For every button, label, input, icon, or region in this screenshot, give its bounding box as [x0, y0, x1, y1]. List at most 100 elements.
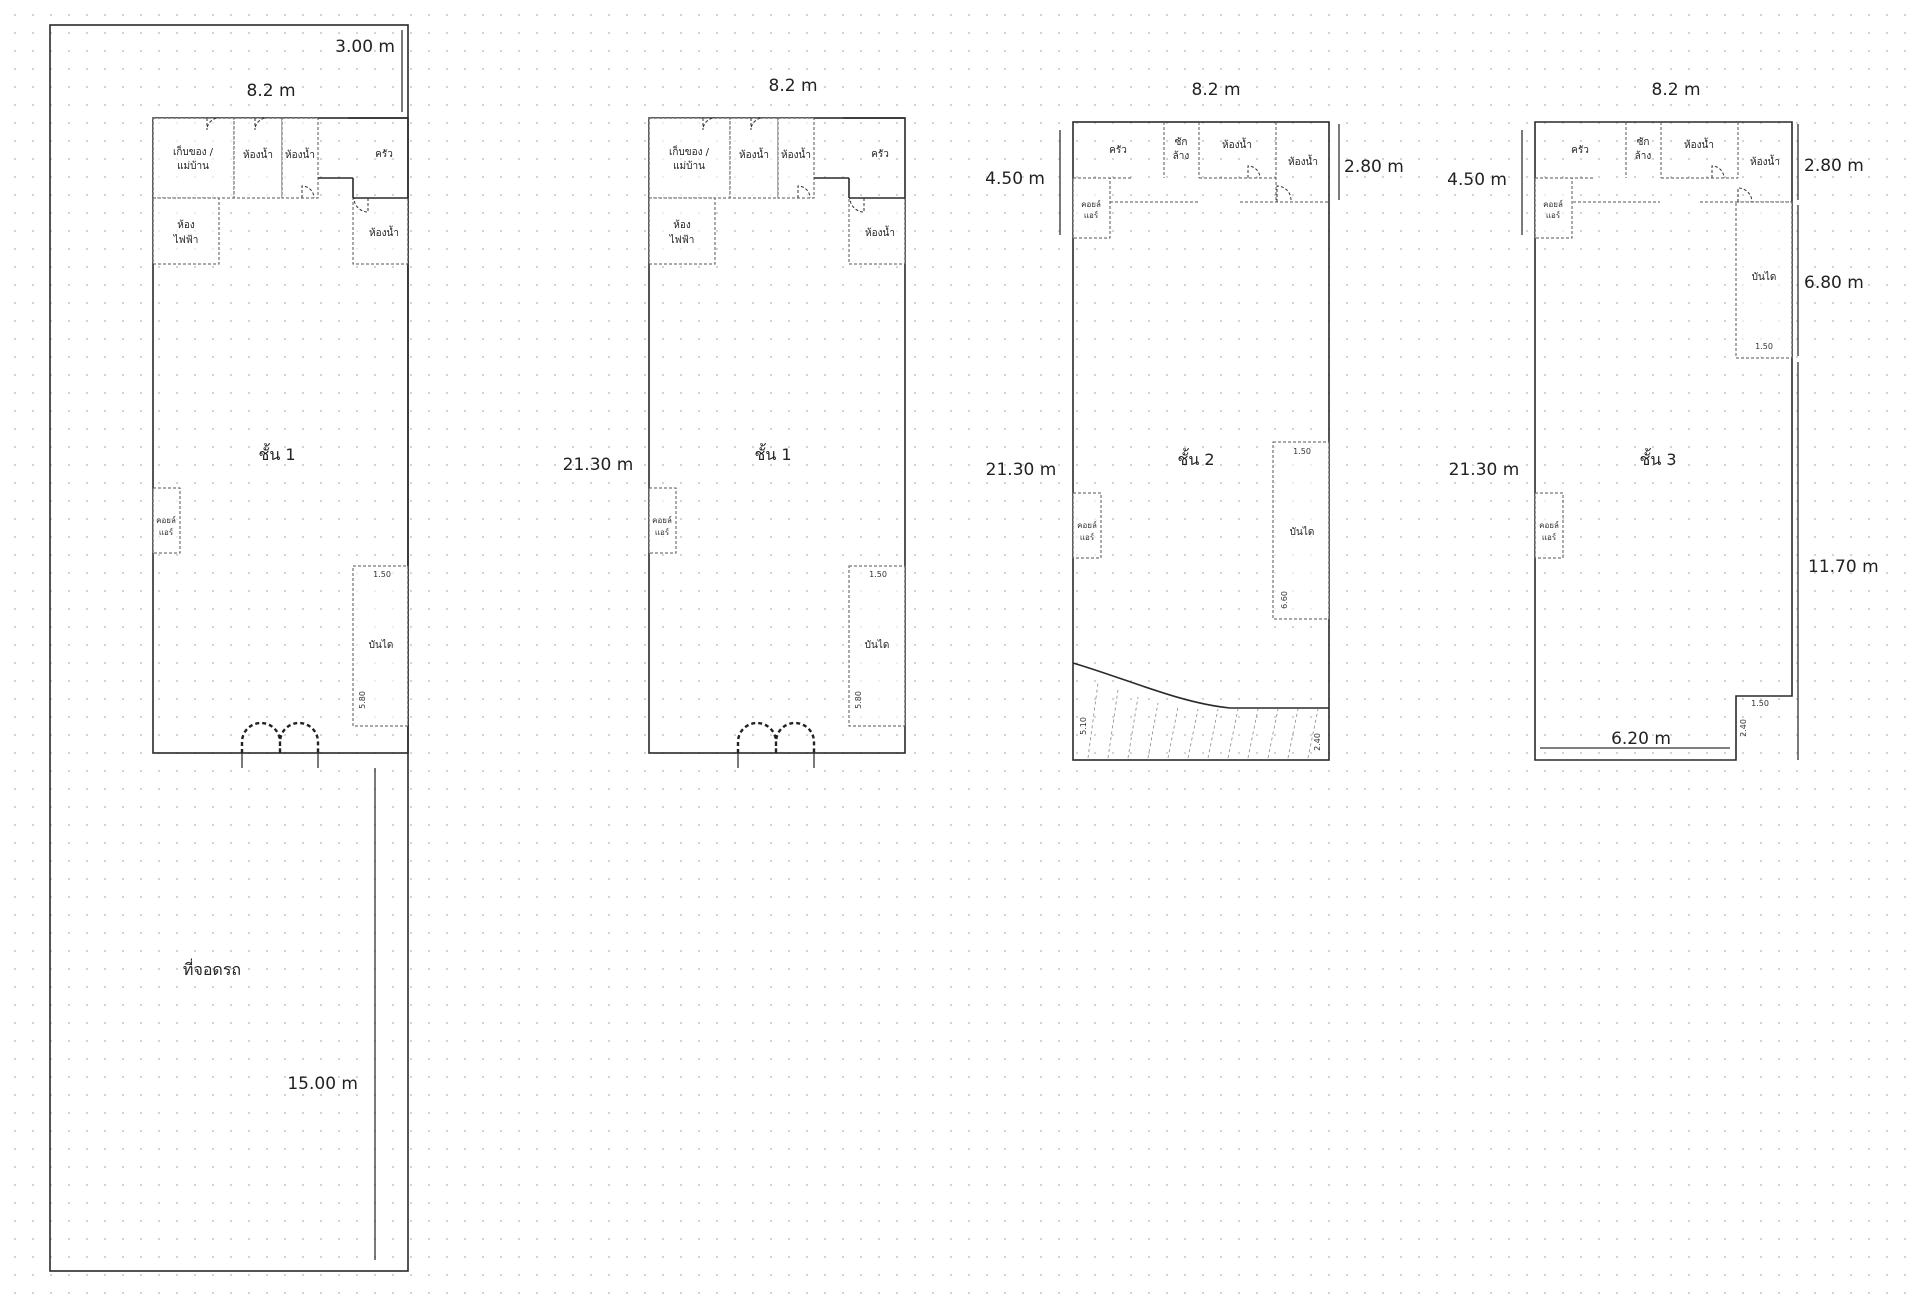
main-double-door[interactable] [736, 721, 816, 753]
stair-dim: 6.80 m [1804, 273, 1864, 293]
parking-label: ที่จอดรถ [183, 958, 241, 979]
void-left-dim: 5.10 [1079, 717, 1088, 735]
floor-label: ชั้น 3 [1639, 448, 1676, 469]
ac-coil-block[interactable] [152, 487, 181, 554]
ac-coil-block[interactable] [1534, 492, 1564, 559]
stair-block[interactable] [352, 565, 409, 727]
door-posts [737, 753, 815, 768]
room-storage[interactable] [648, 117, 731, 199]
laundry-label-2: ล้าง [1173, 150, 1190, 162]
stair-width: 1.50 [869, 570, 887, 579]
stair-width: 1.50 [373, 570, 391, 579]
stair-length: 5.80 [854, 691, 863, 709]
kitchen-walls [814, 117, 905, 199]
bath-2-label: ห้องน้ำ [1750, 154, 1780, 168]
setback-dim: 3.00 m [335, 37, 395, 57]
storage-label-1: เก็บของ / [669, 144, 710, 158]
room-bath-2[interactable] [777, 117, 815, 199]
room-electric[interactable] [648, 197, 716, 265]
storage-label-1: เก็บของ / [173, 144, 214, 158]
depth-dim: 21.30 m [563, 455, 634, 475]
depth-dim: 21.30 m [1449, 460, 1520, 480]
bath-2-label: ห้องน้ำ [781, 147, 811, 161]
kitchen-label: ครัว [871, 149, 889, 160]
depth-dim: 21.30 m [986, 460, 1057, 480]
electric-label-2: ไฟฟ้า [173, 234, 199, 246]
stair-width: 1.50 [1293, 447, 1311, 456]
room-bath-1[interactable] [233, 117, 283, 199]
width-dim: 8.2 m [247, 81, 296, 101]
plan-c: 8.2 m 4.50 m 2.80 m 21.30 m ชั้น 2 ครัว … [985, 80, 1404, 761]
main-double-door[interactable] [240, 721, 320, 753]
electric-label-1: ห้อง [177, 219, 195, 231]
ac-top-label-2: แอร์ [1084, 210, 1099, 220]
ac-coil-block[interactable] [648, 487, 677, 554]
stair-length: 6.60 [1280, 591, 1289, 609]
ac-top-label-1: คอยล์ [1081, 199, 1101, 209]
ac-label-1: คอยล์ [156, 515, 176, 525]
room-storage[interactable] [152, 117, 235, 199]
corridor-lines [1535, 177, 1792, 203]
bath-2-label: ห้องน้ำ [285, 147, 315, 161]
void-hatch [1087, 682, 1319, 759]
door-bath-2 [797, 185, 811, 199]
bath-3-label: ห้องน้ำ [369, 225, 399, 239]
stair-length: 5.80 [358, 691, 367, 709]
plan-a: 8.2 m 3.00 m 15.00 m ที่จอดรถ ชั้น 1 เก็… [49, 24, 409, 1272]
door-storage [206, 117, 220, 131]
ac-coil-top[interactable] [1072, 177, 1111, 239]
building-outline[interactable] [1072, 121, 1330, 761]
width-dim: 8.2 m [1652, 80, 1701, 100]
door-bath-2 [301, 185, 315, 199]
room-bath-2[interactable] [281, 117, 319, 199]
stair-block[interactable] [848, 565, 906, 727]
stair-block[interactable] [1735, 201, 1793, 359]
stair-label: บันได [865, 639, 890, 651]
bath-1-label: ห้องน้ำ [1684, 137, 1714, 151]
corridor-lines [1073, 177, 1329, 203]
bath-2-label: ห้องน้ำ [1288, 154, 1318, 168]
ac-label-1: คอยล์ [1077, 520, 1097, 530]
plan-d: 8.2 m 4.50 m 2.80 m 6.80 m 21.30 m 11.70… [1447, 80, 1879, 761]
door-posts [241, 753, 319, 768]
electric-label-2: ไฟฟ้า [669, 234, 695, 246]
ac-label-1: คอยล์ [1539, 520, 1559, 530]
storage-label-2: แม่บ้าน [673, 160, 705, 172]
ac-top-label-2: แอร์ [1546, 210, 1561, 220]
building-outline[interactable] [1534, 121, 1793, 761]
parking-dim: 15.00 m [287, 1074, 358, 1094]
width-dim: 8.2 m [1192, 80, 1241, 100]
ac-label-2: แอร์ [1080, 532, 1095, 542]
kitchen-label: ครัว [1109, 145, 1127, 156]
door-bath-2 [1737, 187, 1753, 203]
door-bath-2 [1276, 185, 1292, 202]
stair-width: 1.50 [1755, 342, 1773, 351]
width-dim: 8.2 m [769, 76, 818, 96]
back-dim: 2.80 m [1344, 157, 1404, 177]
room-electric[interactable] [152, 197, 220, 265]
ac-coil-block[interactable] [1072, 492, 1102, 559]
ac-label-1: คอยล์ [652, 515, 672, 525]
stair-block[interactable] [1272, 441, 1330, 620]
stair-label: บันได [369, 639, 394, 651]
bath-1-label: ห้องน้ำ [1222, 137, 1252, 151]
bath-1-label: ห้องน้ำ [243, 147, 273, 161]
door-bath-1 [750, 117, 764, 131]
floor-label: ชั้น 2 [1177, 448, 1214, 469]
kitchen-label: ครัว [1571, 145, 1589, 156]
front-dim: 4.50 m [985, 169, 1045, 189]
laundry-label-1: ซัก [1637, 137, 1650, 148]
kitchen-walls [318, 117, 408, 199]
step-width: 1.50 [1751, 699, 1769, 708]
plan-b: 8.2 m 21.30 m ชั้น 1 เก็บของ / แม่บ้าน ห… [563, 76, 906, 768]
door-storage [702, 117, 716, 131]
void-right-dim: 2.40 [1313, 733, 1322, 751]
bath-1-label: ห้องน้ำ [739, 147, 769, 161]
ac-label-2: แอร์ [1542, 532, 1557, 542]
ac-coil-top[interactable] [1534, 177, 1573, 239]
ac-label-2: แอร์ [655, 527, 670, 537]
back-dim: 2.80 m [1804, 156, 1864, 176]
front-dim: 4.50 m [1447, 170, 1507, 190]
